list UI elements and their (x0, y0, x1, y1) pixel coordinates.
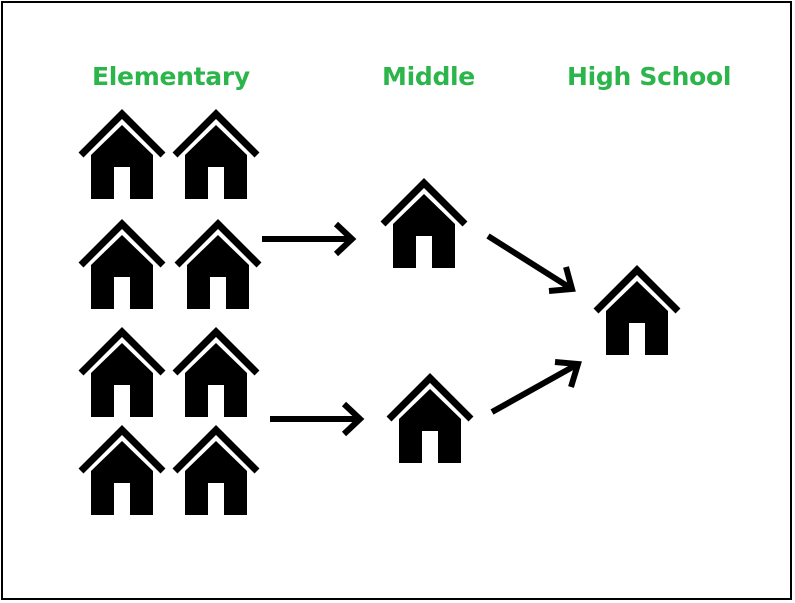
elementary-school-house-icon (177, 224, 259, 309)
middle-school-house-icon (389, 378, 471, 463)
elementary-schools (81, 114, 259, 515)
elementary-school-house-icon (81, 114, 163, 199)
middle-school-house-icon (383, 183, 465, 268)
elementary-school-house-icon (175, 430, 257, 515)
elementary-school-house-icon (175, 114, 257, 199)
elementary-school-house-icon (81, 332, 163, 417)
arrow-elementary-to-middle-upper (262, 221, 357, 257)
high-schools (596, 270, 678, 355)
middle-schools (383, 183, 471, 463)
high-school-label: High School (567, 62, 732, 91)
elementary-school-house-icon (81, 430, 163, 515)
arrow-elementary-to-middle-lower (270, 401, 365, 437)
high-school-house-icon (596, 270, 678, 355)
elementary-school-house-icon (175, 332, 257, 417)
feeder-arrows (262, 221, 582, 437)
arrow-middle-lower-to-high (490, 359, 582, 415)
elementary-label: Elementary (92, 62, 250, 91)
arrow-middle-upper-to-high (486, 233, 576, 294)
middle-label: Middle (382, 62, 475, 91)
elementary-school-house-icon (81, 224, 163, 309)
